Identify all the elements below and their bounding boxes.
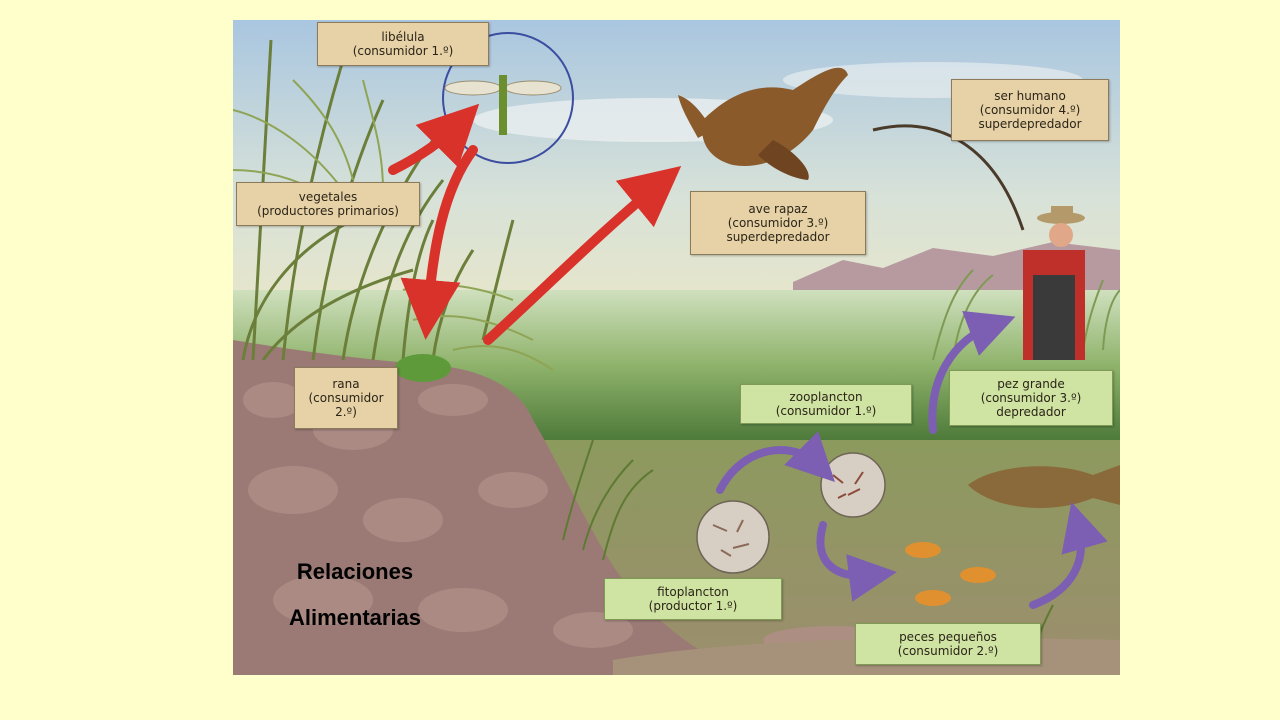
- label-zoo-name: zooplancton: [789, 390, 863, 404]
- caption-line-2: Alimentarias: [288, 605, 422, 630]
- label-ave-role-2: superdepredador: [726, 230, 830, 244]
- label-pez-grande-name: pez grande: [997, 377, 1065, 391]
- dragonfly: [444, 75, 562, 135]
- label-fitoplancton: fitoplancton (productor 1.º): [604, 578, 782, 620]
- label-humano-role-2: superdepredador: [978, 117, 1082, 131]
- zooplankton: [820, 452, 886, 518]
- frog: [395, 354, 451, 382]
- label-libelula-name: libélula: [381, 30, 425, 44]
- small-fish: [905, 542, 996, 606]
- fisherman: [872, 124, 1085, 360]
- phytoplankton: [696, 500, 770, 574]
- label-pez-grande: pez grande (consumidor 3.º) depredador: [949, 370, 1113, 426]
- label-vegetales-role: (productores primarios): [257, 204, 399, 218]
- food-web-illustration: libélula (consumidor 1.º) vegetales (pro…: [233, 20, 1120, 675]
- label-humano-name: ser humano: [994, 89, 1066, 103]
- label-ave-rapaz: ave rapaz (consumidor 3.º) superdepredad…: [690, 191, 866, 255]
- label-zoo-role: (consumidor 1.º): [775, 404, 877, 418]
- label-pez-grande-role: (consumidor 3.º): [980, 391, 1082, 405]
- label-ave-name: ave rapaz: [748, 202, 808, 216]
- label-ave-role: (consumidor 3.º): [727, 216, 829, 230]
- label-vegetales-name: vegetales: [298, 190, 358, 204]
- water-energy-arrows: [716, 310, 1108, 609]
- label-ser-humano: ser humano (consumidor 4.º) superdepreda…: [951, 79, 1109, 141]
- label-peces-peq-name: peces pequeños: [899, 630, 997, 644]
- land-energy-arrows: [388, 103, 682, 345]
- dragonfly-highlight: [442, 32, 574, 164]
- label-rana-name: rana: [332, 377, 360, 391]
- eagle: [678, 67, 848, 180]
- big-fish: [968, 465, 1120, 508]
- label-libelula-role: (consumidor 1.º): [352, 44, 454, 58]
- caption-line-1: Relaciones: [296, 559, 414, 584]
- label-zooplancton: zooplancton (consumidor 1.º): [740, 384, 912, 424]
- label-pez-grande-role-2: depredador: [996, 405, 1066, 419]
- label-humano-role: (consumidor 4.º): [979, 103, 1081, 117]
- label-rana: rana (consumidor 2.º): [294, 367, 398, 429]
- label-peces-peq-role: (consumidor 2.º): [897, 644, 999, 658]
- label-peces-pequenos: peces pequeños (consumidor 2.º): [855, 623, 1041, 665]
- label-fito-name: fitoplancton: [657, 585, 729, 599]
- label-rana-role-2: 2.º): [335, 405, 357, 419]
- label-fito-role: (productor 1.º): [648, 599, 738, 613]
- label-rana-role: (consumidor: [308, 391, 384, 405]
- label-libelula: libélula (consumidor 1.º): [317, 22, 489, 66]
- label-vegetales: vegetales (productores primarios): [236, 182, 420, 226]
